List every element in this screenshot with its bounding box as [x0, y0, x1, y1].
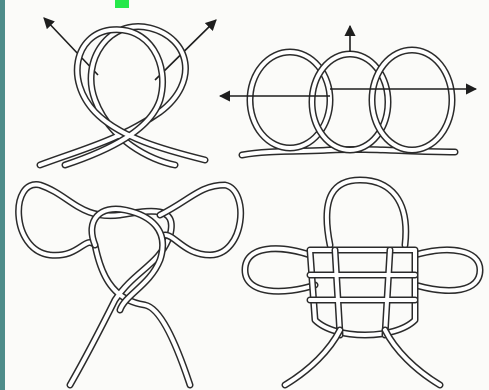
- rope-strand: [242, 50, 455, 155]
- rope-strand: [245, 180, 480, 385]
- knot-step-1: [40, 18, 216, 165]
- rope-strand: [40, 27, 205, 165]
- knot-step-2: [220, 26, 476, 155]
- rope-strand: [19, 185, 241, 385]
- knot-step-4: [245, 180, 480, 385]
- knot-step-3: [19, 185, 241, 385]
